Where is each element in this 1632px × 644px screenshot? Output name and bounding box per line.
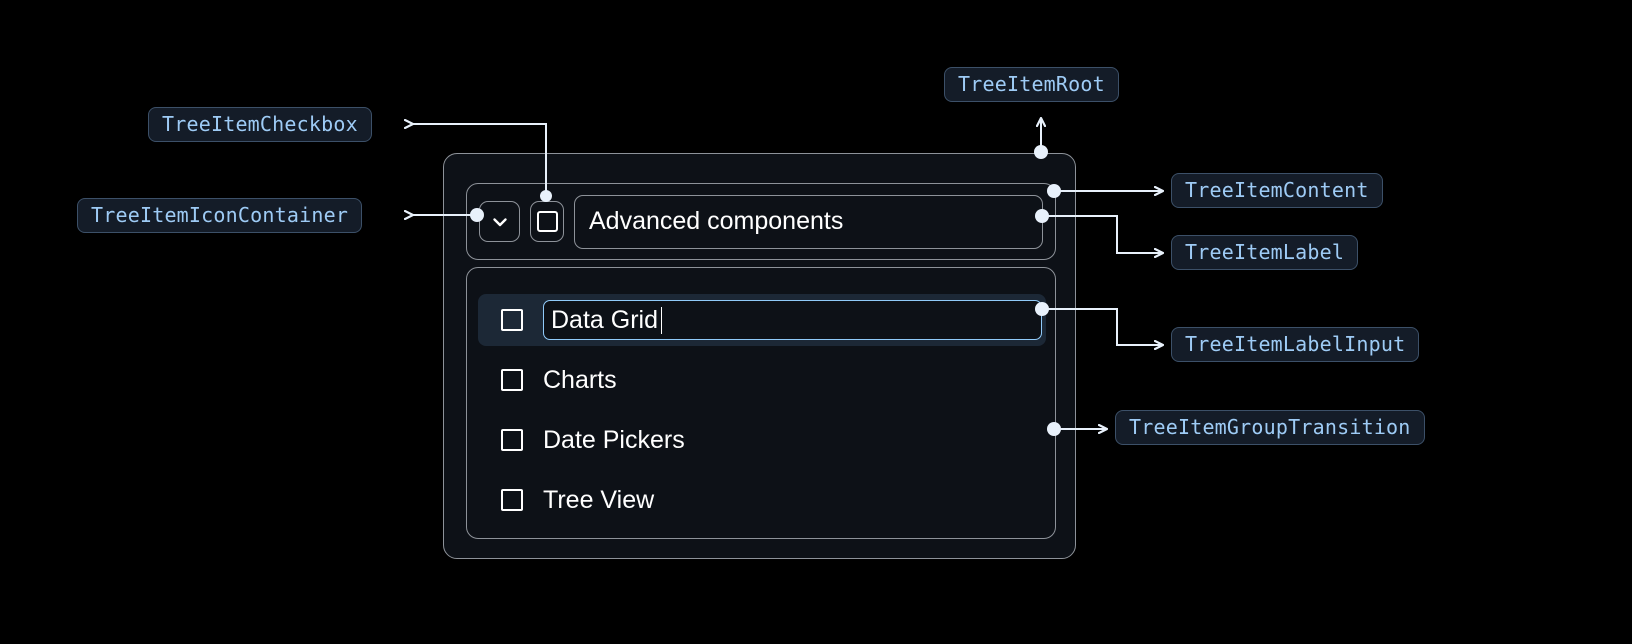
label-input-value: Data Grid — [551, 305, 658, 334]
badge-tree-item-label[interactable]: TreeItemLabel — [1171, 235, 1359, 270]
badge-tree-item-group-transition[interactable]: TreeItemGroupTransition — [1115, 410, 1425, 445]
tree-item-label: Tree View — [543, 485, 655, 514]
tree-item-content[interactable]: Advanced components — [466, 183, 1056, 260]
checkbox-unchecked-icon[interactable] — [501, 369, 523, 391]
tree-item-icon-container[interactable] — [479, 201, 520, 242]
tree-item-label-input[interactable]: Data Grid — [543, 300, 1042, 340]
tree-item-row-tree-view[interactable]: Tree View — [467, 474, 1055, 526]
tree-item-row-date-pickers[interactable]: Date Pickers — [467, 414, 1055, 466]
tree-item-root: Advanced components Data Grid Charts Dat… — [443, 153, 1076, 559]
checkbox-unchecked-icon[interactable] — [501, 309, 523, 331]
badge-tree-item-label-input[interactable]: TreeItemLabelInput — [1171, 327, 1420, 362]
badge-tree-item-content[interactable]: TreeItemContent — [1171, 173, 1383, 208]
tree-item-checkbox[interactable] — [530, 201, 564, 242]
checkbox-unchecked-icon — [536, 211, 558, 232]
tree-item-row-charts[interactable]: Charts — [467, 354, 1055, 406]
text-caret — [660, 306, 663, 334]
tree-item-row-data-grid[interactable]: Data Grid — [478, 294, 1046, 346]
tree-item-group-transition: Data Grid Charts Date Pickers Tree View — [466, 267, 1056, 539]
chevron-down-icon — [488, 210, 512, 234]
badge-tree-item-checkbox[interactable]: TreeItemCheckbox — [148, 107, 372, 142]
badge-tree-item-icon-container[interactable]: TreeItemIconContainer — [77, 198, 363, 233]
badge-tree-item-root[interactable]: TreeItemRoot — [944, 67, 1119, 102]
tree-item-label[interactable]: Advanced components — [574, 194, 1043, 249]
checkbox-unchecked-icon[interactable] — [501, 429, 523, 451]
checkbox-unchecked-icon[interactable] — [501, 489, 523, 511]
tree-item-label: Date Pickers — [543, 425, 685, 454]
tree-item-label: Charts — [543, 365, 617, 394]
